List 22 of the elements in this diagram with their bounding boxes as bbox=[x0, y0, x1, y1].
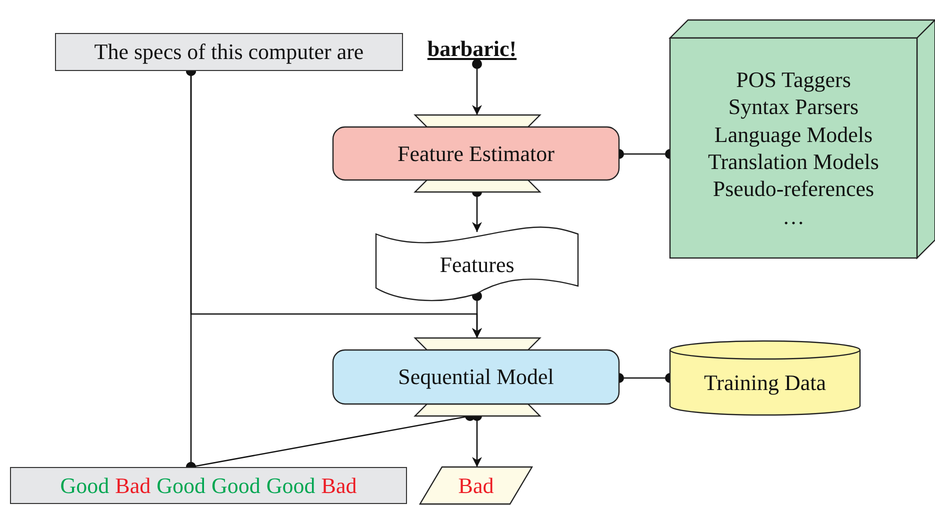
node-label: POS Taggers bbox=[736, 67, 851, 92]
node-label: Translation Models bbox=[708, 149, 879, 174]
label-tag: Good bbox=[156, 472, 206, 498]
node-label: Language Models bbox=[714, 122, 873, 147]
node-label: Sequential Model bbox=[398, 364, 554, 390]
label-tag: Bad bbox=[115, 472, 151, 498]
node-label: … bbox=[782, 204, 804, 229]
arrow bbox=[472, 59, 482, 115]
label-tag: Bad bbox=[321, 472, 357, 498]
node-label: Syntax Parsers bbox=[728, 94, 859, 120]
label-tag: Good bbox=[60, 472, 110, 498]
label-tag: Bad bbox=[458, 472, 494, 498]
label-tag: Good bbox=[266, 472, 316, 498]
text-box bbox=[10, 467, 407, 504]
node-label: Features bbox=[440, 252, 514, 278]
node-label: Pseudo-references bbox=[712, 176, 874, 202]
node-label: The specs of this computer are bbox=[94, 39, 364, 65]
node-label: Feature Estimator bbox=[397, 140, 554, 166]
node-label: Training Data bbox=[704, 370, 826, 396]
label-tag: Good bbox=[212, 472, 260, 498]
input-word: barbaric! bbox=[427, 36, 517, 62]
text-box bbox=[55, 33, 403, 71]
